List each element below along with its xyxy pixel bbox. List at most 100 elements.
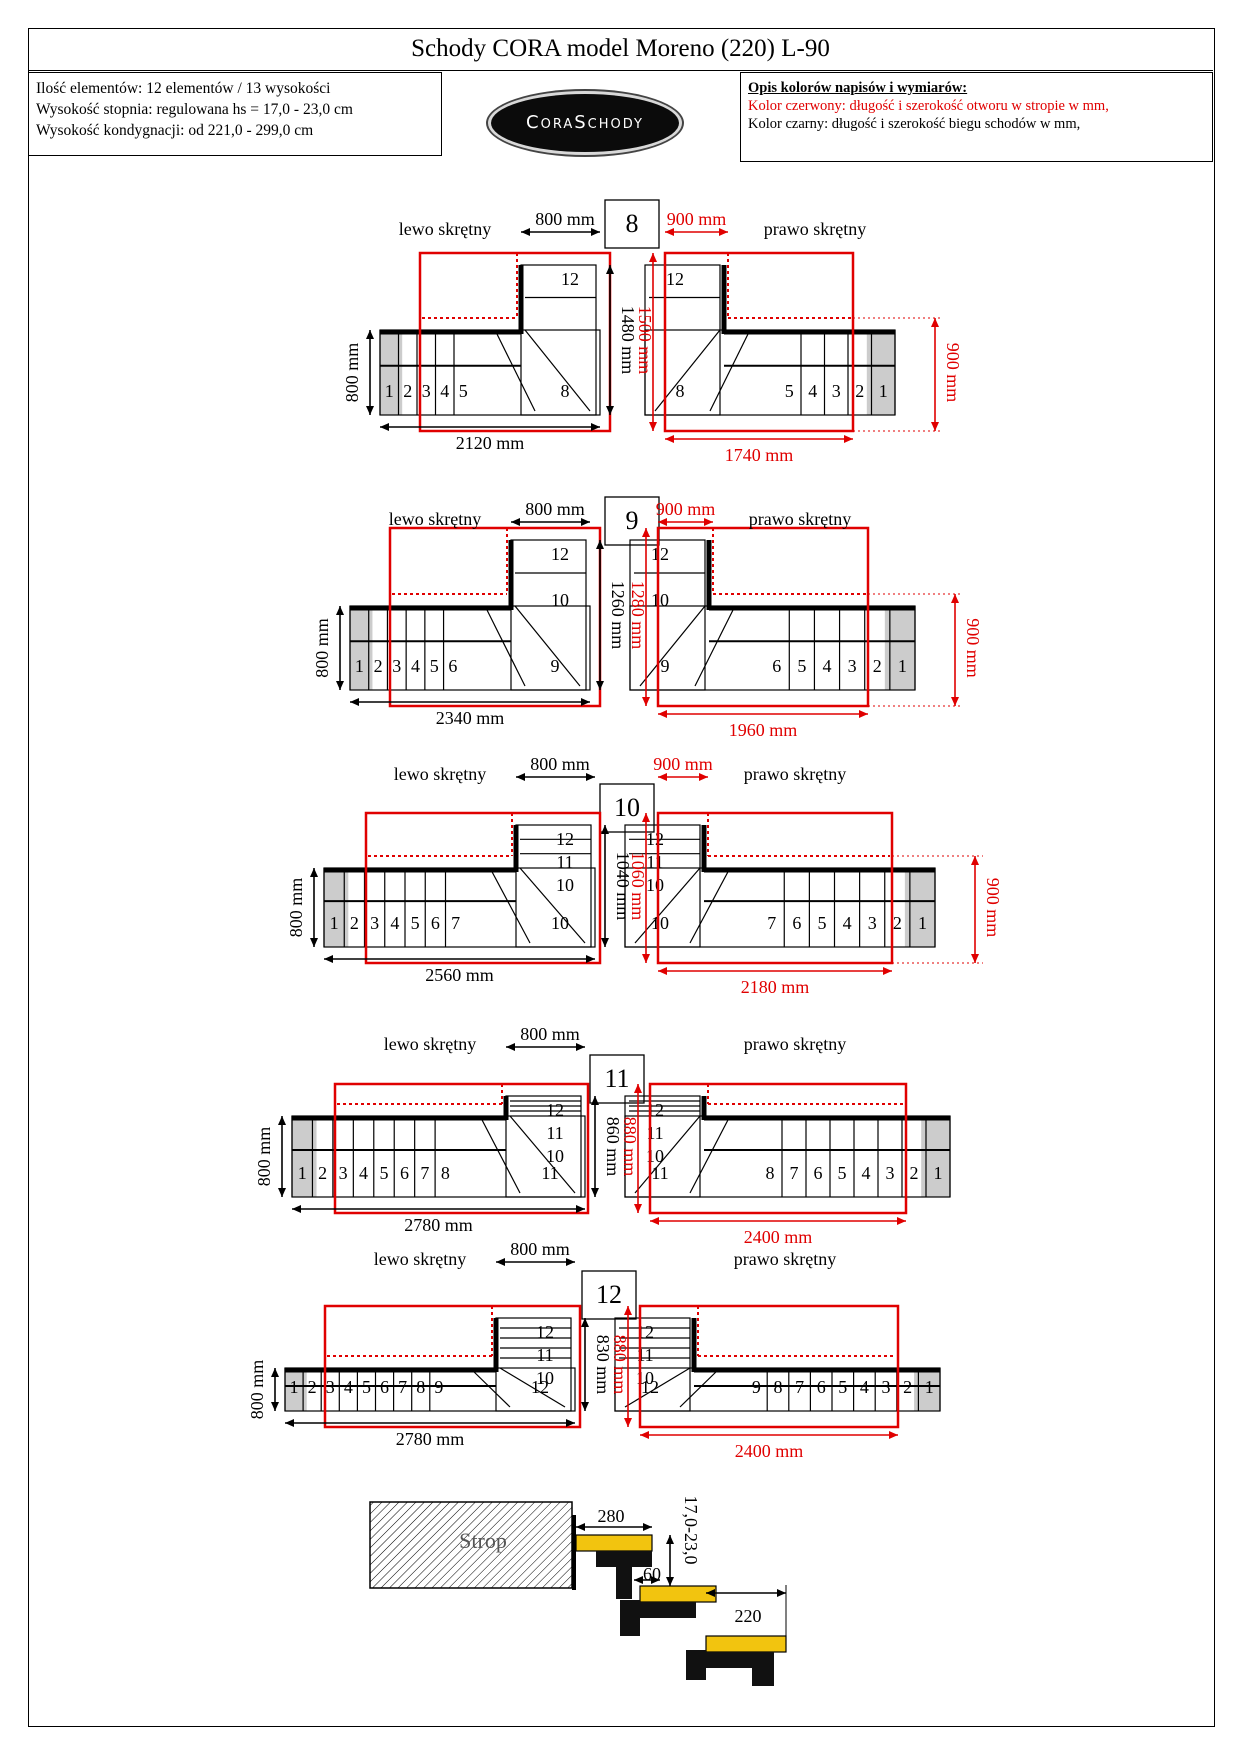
- cfg12-right-label: prawo skrętny: [734, 1249, 836, 1269]
- cfg12-right-winder-b: [679, 1367, 721, 1408]
- cfg10-right-run-outline: [624, 867, 936, 948]
- cfg12-left-run-width-arrow-head-right: [566, 1258, 575, 1266]
- cfg9-hole-width-arrow-head-right: [704, 518, 713, 526]
- cfg10-right-step-2: 2: [893, 913, 902, 933]
- cfg11-left-run-width: 800 mm: [520, 1024, 580, 1044]
- cfg11-right-height: 880 mm: [620, 1117, 640, 1177]
- cfg8-right-height-arrow-head-bottom: [649, 422, 657, 431]
- cfg12-left-num-last: 12: [531, 1377, 549, 1397]
- cfg12-left-length-arrow-head-right: [566, 1419, 575, 1427]
- cfg11-right-length-arrow-head-right: [897, 1217, 906, 1225]
- cfg9-left-run-width-arrow-head-left: [511, 518, 520, 526]
- cfg9-right-upper-outline: [629, 539, 706, 691]
- cfg8-left-side-arrow-head-bottom: [366, 406, 374, 415]
- cfg12-left-length: 2780 mm: [396, 1429, 465, 1449]
- cfg10-right-step-6: 6: [792, 913, 801, 933]
- cfg8-right-num-12: 12: [666, 269, 684, 289]
- cfg8-right-step-2: 2: [855, 381, 864, 401]
- cfg10-left-step-6: 6: [431, 913, 440, 933]
- section-tread-2: [639, 1585, 717, 1603]
- overlap-arrow-head-right: [651, 1576, 660, 1584]
- count-label-11: 11: [604, 1064, 629, 1093]
- cfg11-right-length-arrow-head-left: [650, 1217, 659, 1225]
- cfg8-left-step-5: 5: [459, 381, 468, 401]
- cfg8-left-height-arrow-head-top: [606, 265, 614, 274]
- cfg9-left-length-arrow-head-left: [350, 698, 359, 706]
- cfg9-left-num-last: 9: [551, 656, 560, 676]
- cfg8-left-length-arrow-head-right: [591, 423, 600, 431]
- cfg9-left-run-width: 800 mm: [525, 499, 585, 519]
- section-tread-3: [705, 1635, 787, 1653]
- cfg8-left-step-2: 2: [403, 381, 412, 401]
- cfg8-right-height: 1500 mm: [635, 306, 655, 375]
- color-legend: Opis kolorów napisów i wymiarów: Kolor c…: [740, 72, 1213, 162]
- cfg10-right-winder-b: [689, 867, 731, 944]
- cfg11-right-winder-a: [634, 1115, 701, 1194]
- cfg12-left-num-10: 10: [536, 1368, 554, 1388]
- cfg12-right-length: 2400 mm: [735, 1441, 804, 1461]
- cfg10-right-height-arrow-head-bottom: [642, 954, 650, 963]
- cfg11-right-step-6: 6: [814, 1163, 823, 1183]
- cfg8-left-run-width: 800 mm: [535, 209, 595, 229]
- cfg10-left-length-arrow-head-right: [586, 955, 595, 963]
- cfg11-left-upper-outline: [505, 1095, 582, 1198]
- page-frame: [28, 28, 1215, 1727]
- cfg9-left-step-6: 6: [448, 656, 457, 676]
- cfg11-left-winder-b: [479, 1115, 521, 1194]
- cfg11-left-step-4: 4: [359, 1163, 368, 1183]
- cfg10-right-num-11: 11: [646, 852, 663, 872]
- cfg9-right-step-1: 1: [898, 656, 907, 676]
- cfg9-right-height: 1280 mm: [628, 581, 648, 650]
- cfg8-left-winder-b: [494, 329, 536, 412]
- cfg8-right-label: prawo skrętny: [764, 219, 866, 239]
- cfg8-right-run-outline: [644, 329, 896, 416]
- cfg9-left-label: lewo skrętny: [389, 509, 481, 529]
- cfg9-right-step-3: 3: [848, 656, 857, 676]
- cfg8-right-length: 1740 mm: [725, 445, 794, 465]
- tread-dim: 280: [598, 1506, 625, 1526]
- spec-step-height: Wysokość stopnia: regulowana hs = 17,0 -…: [36, 101, 353, 118]
- cfg11-right-num-12: 12: [646, 1100, 664, 1120]
- step-height-arrow-head-top: [666, 1535, 674, 1544]
- depth-arrow-head-left: [706, 1589, 715, 1597]
- cfg9-right-step-6: 6: [772, 656, 781, 676]
- cfg10-left-num-last: 10: [551, 913, 569, 933]
- cfg10-side-hole-arrow-head-bottom: [971, 954, 979, 963]
- cfg10-right-length-arrow-head-left: [658, 967, 667, 975]
- cfg9-right-step-4: 4: [823, 656, 832, 676]
- cfg11-right-height-arrow-head-bottom: [634, 1204, 642, 1213]
- cfg8-right-winder-b: [709, 329, 751, 412]
- cfg8-right-step-5: 5: [785, 381, 794, 401]
- cfg12-right-num-last: 12: [641, 1377, 659, 1397]
- cfg11-left-step-3: 3: [339, 1163, 348, 1183]
- cfg9-left-upper-outline: [510, 539, 587, 691]
- cfg9-hole-width-arrow-head-left: [658, 518, 667, 526]
- cfg8-left-length: 2120 mm: [456, 433, 525, 453]
- cfg12-right-height-arrow-head-bottom: [624, 1418, 632, 1427]
- cfg9-right-length: 1960 mm: [729, 720, 798, 740]
- cfg10-side-hole-arrow-head-top: [971, 856, 979, 865]
- slab-edge: [572, 1515, 576, 1590]
- cfg11-right-step-5: 5: [838, 1163, 847, 1183]
- section-post-1: [616, 1567, 632, 1599]
- cfg9-right-height-arrow-head-bottom: [642, 697, 650, 706]
- cfg8-right-step-3: 3: [832, 381, 841, 401]
- cfg9-left-side-width: 800 mm: [312, 618, 332, 678]
- cfg10-right-num-10: 10: [646, 875, 664, 895]
- cfg11-right-upper-outline: [624, 1095, 701, 1198]
- count-badge-10: [599, 783, 655, 833]
- cfg9-left-step-5: 5: [430, 656, 439, 676]
- cfg8-side-hole-arrow-head-bottom: [931, 422, 939, 431]
- cfg9-side-hole-arrow-head-top: [951, 594, 959, 603]
- section-riser-2: [640, 1602, 696, 1618]
- cfg11-left-num-11: 11: [546, 1123, 563, 1143]
- cfg8-left-label: lewo skrętny: [399, 219, 491, 239]
- overlap-arrow-head-left: [634, 1576, 643, 1584]
- cfg8-left-hole-outline: [418, 251, 612, 433]
- cfg9-right-num-12: 12: [651, 544, 669, 564]
- cfg10-left-step-4: 4: [390, 913, 399, 933]
- cfg12-left-winder-a: [499, 1367, 566, 1408]
- cfg12-left-length-arrow-head-left: [285, 1419, 294, 1427]
- cfg10-hole-width-arrow-head-left: [658, 773, 667, 781]
- cfg9-left-height-arrow-head-top: [596, 540, 604, 549]
